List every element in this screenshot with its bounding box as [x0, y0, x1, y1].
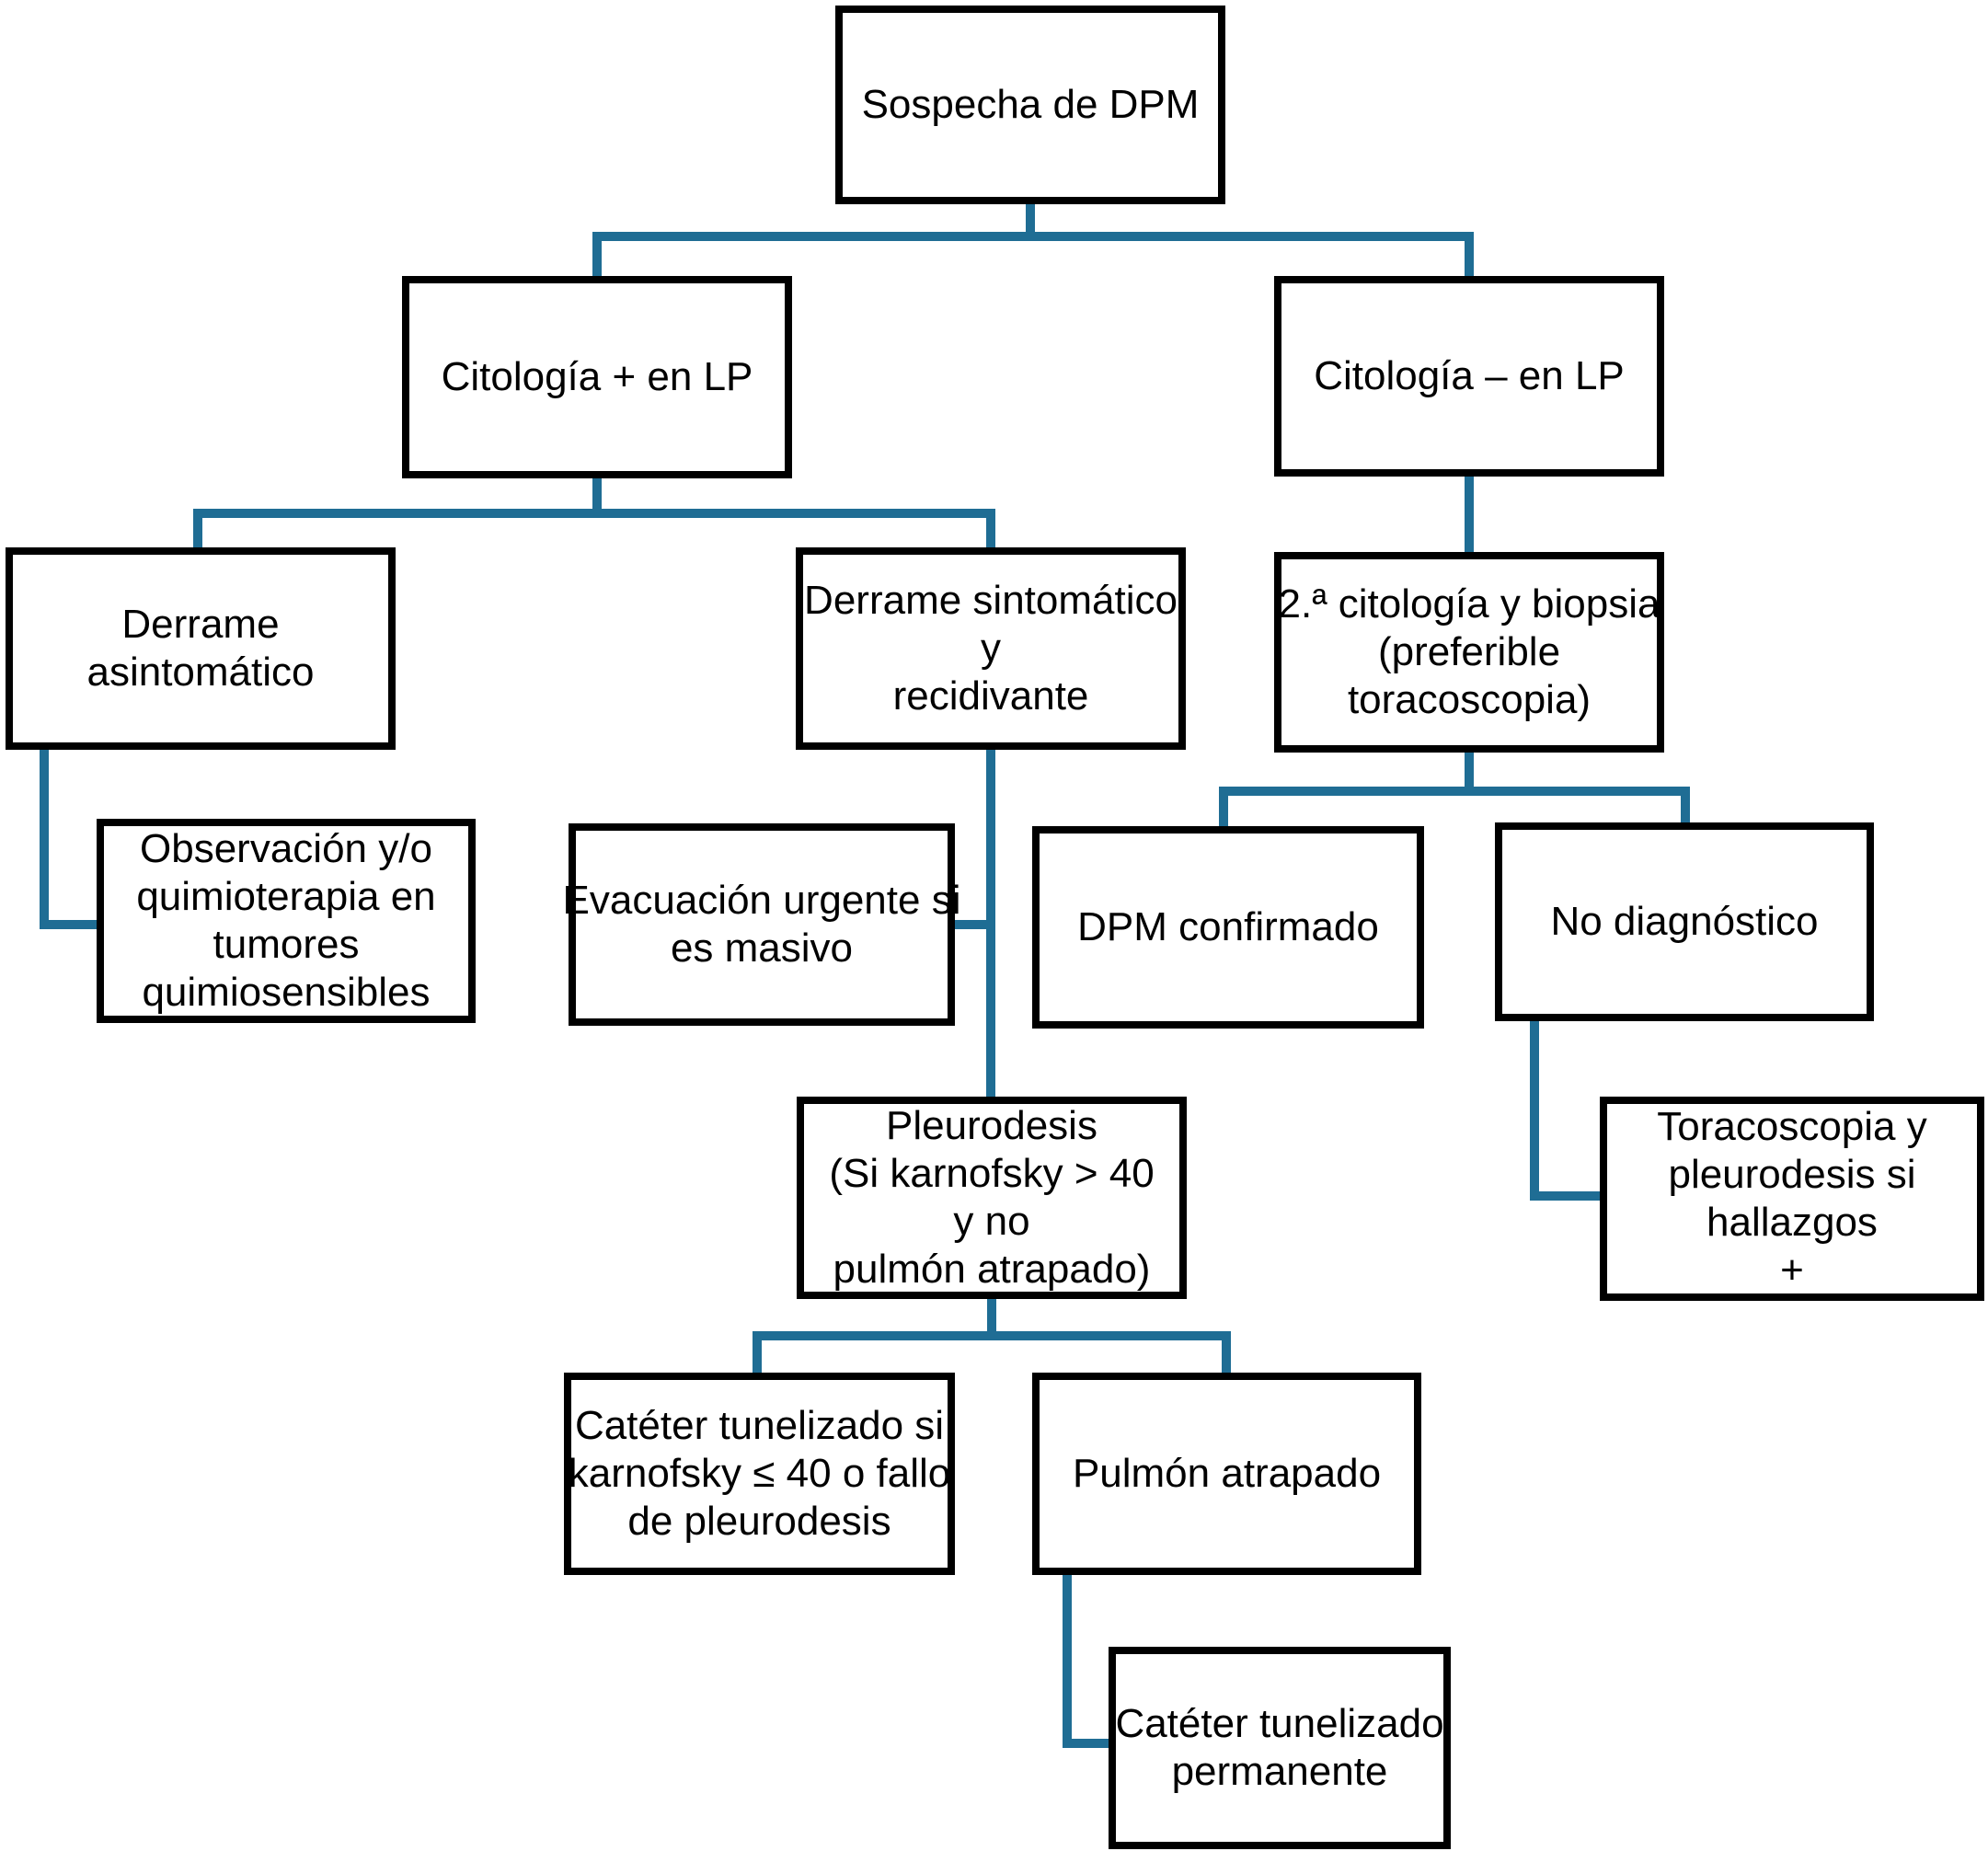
edge-drop-citpos	[592, 232, 602, 276]
node-label: Evacuación urgente si es masivo	[562, 878, 961, 971]
edge-citpos-stem	[592, 478, 602, 518]
edge-pulmon-elbow	[1063, 1739, 1110, 1748]
node-pleurodesis: Pleurodesis (Si karnofsky > 40 y no pulm…	[797, 1097, 1187, 1299]
node-pulmon-atrapado: Pulmón atrapado	[1032, 1373, 1421, 1575]
node-label: No diagnóstico	[1550, 899, 1819, 945]
edge-drop-pulmon	[1222, 1331, 1231, 1373]
node-label: Catéter tunelizado si karnofsky ≤ 40 o f…	[568, 1403, 951, 1544]
node-label: Observación y/o quimioterapia en tumores…	[136, 826, 436, 1015]
node-citologia-positiva: Citología + en LP	[402, 276, 792, 478]
edge-pulmon-down	[1063, 1575, 1072, 1748]
node-label: Pulmón atrapado	[1072, 1451, 1382, 1497]
edge-derasin-down	[40, 750, 49, 929]
edge-branch2-horizontal	[193, 509, 995, 518]
edge-drop-nodiag	[1681, 787, 1690, 822]
edge-citneg-to-segunda	[1465, 477, 1474, 552]
edge-branch3-horizontal	[1219, 787, 1690, 796]
edge-drop-cateter1	[753, 1331, 762, 1373]
node-label: 2.ª citología y biopsia (preferible tora…	[1278, 581, 1660, 722]
node-cateter-tunelizado-si-fallo: Catéter tunelizado si karnofsky ≤ 40 o f…	[564, 1373, 955, 1575]
node-label: Derrame asintomático	[86, 602, 315, 695]
edge-drop-derasin	[193, 509, 202, 547]
node-sospecha-dpm: Sospecha de DPM	[835, 6, 1225, 204]
node-evacuacion-urgente: Evacuación urgente si es masivo	[563, 823, 960, 1026]
node-segunda-citologia-biopsia: 2.ª citología y biopsia (preferible tora…	[1274, 552, 1664, 753]
node-citologia-negativa: Citología – en LP	[1274, 276, 1664, 477]
node-label: Citología + en LP	[441, 354, 753, 400]
edge-drop-citneg	[1465, 232, 1474, 276]
node-dpm-confirmado: DPM confirmado	[1032, 826, 1424, 1029]
edge-nodiag-down	[1530, 1021, 1539, 1201]
edge-sospecha-stem	[1026, 204, 1035, 241]
edge-pleuro-stem	[987, 1299, 996, 1340]
node-observacion-quimioterapia: Observación y/o quimioterapia en tumores…	[97, 819, 476, 1023]
edge-branch4-horizontal	[753, 1331, 1231, 1340]
edge-nodiag-elbow	[1530, 1191, 1602, 1201]
edge-derasin-elbow	[40, 920, 98, 929]
node-cateter-tunelizado-permanente: Catéter tunelizado permanente	[1109, 1647, 1451, 1849]
node-derrame-asintomatico: Derrame asintomático	[6, 547, 396, 750]
node-label: Sospecha de DPM	[861, 82, 1200, 128]
node-no-diagnostico: No diagnóstico	[1495, 822, 1874, 1021]
node-label: Derrame sintomático y recidivante	[804, 578, 1178, 719]
node-label: Catéter tunelizado permanente	[1115, 1701, 1444, 1794]
node-label: Toracoscopia y pleurodesis si hallazgos …	[1657, 1104, 1927, 1293]
edge-branch1-horizontal	[592, 232, 1474, 241]
edge-evac-stub	[953, 920, 995, 929]
edge-segunda-stem	[1465, 753, 1474, 796]
node-label: DPM confirmado	[1077, 904, 1379, 950]
node-derrame-sintomatico: Derrame sintomático y recidivante	[796, 547, 1186, 750]
node-toracoscopia-pleurodesis: Toracoscopia y pleurodesis si hallazgos …	[1600, 1097, 1984, 1301]
node-label: Citología – en LP	[1314, 353, 1625, 399]
node-label: Pleurodesis (Si karnofsky > 40 y no pulm…	[829, 1103, 1155, 1292]
edge-drop-dpmconf	[1219, 787, 1228, 826]
edge-drop-dersint	[986, 509, 995, 547]
